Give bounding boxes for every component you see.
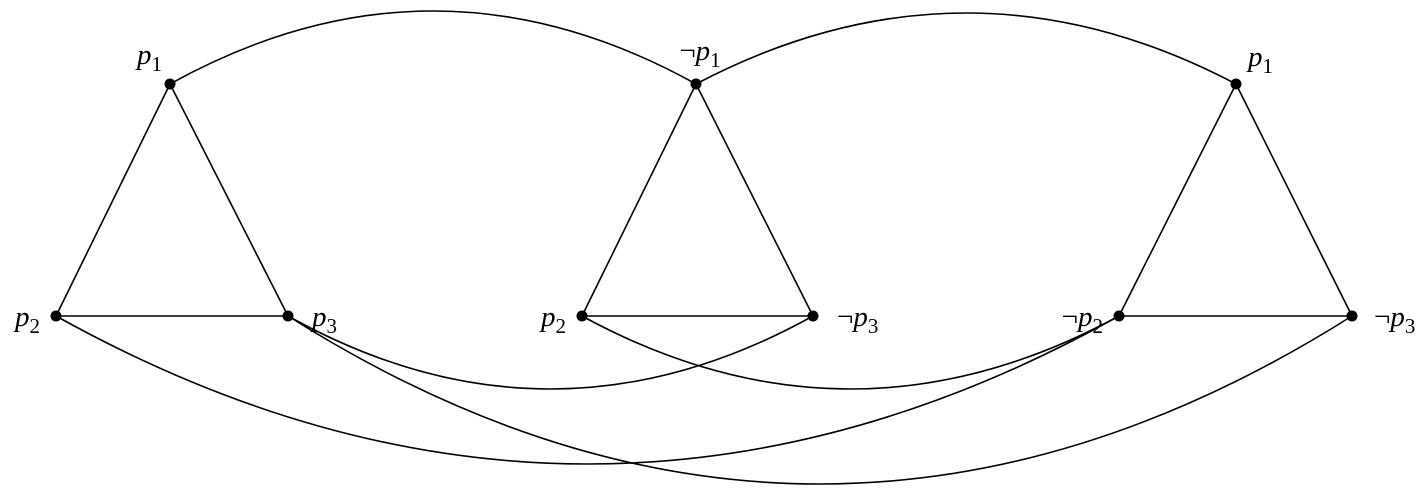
node-label-t1-p1: p1 [135,39,162,76]
graph-node-t3-np3 [1346,310,1358,322]
triangle-edge [581,83,697,317]
triangle-edge [169,83,289,317]
complement-arc-edge [581,315,1120,390]
complement-arc-edge [695,12,1237,85]
triangle-edge [1118,83,1237,317]
graph-node-t1-p1 [164,78,176,90]
complement-arc-edge [287,315,1353,485]
graph-node-t1-p3 [282,310,294,322]
graph-node-t3-np2 [1113,310,1125,322]
triangle-edge [1235,83,1353,317]
triangle-edge [695,83,814,317]
graph-node-t1-p2 [50,310,62,322]
node-label-t2-np3: ¬p3 [837,301,878,338]
triangle-edge [55,83,171,317]
node-label-t2-np1: ¬p1 [679,35,720,72]
graph-node-t2-np1 [690,78,702,90]
node-label-t1-p2: p2 [13,301,40,338]
node-label-t1-p3: p3 [310,301,337,338]
edges-layer [55,10,1353,485]
complement-arc-edge [287,315,814,390]
complement-arc-edge [169,10,697,85]
complement-arc-edge [55,315,1120,465]
node-label-t3-np2: ¬p2 [1062,301,1103,338]
graph-node-t2-p2 [576,310,588,322]
node-label-t3-np3: ¬p3 [1374,301,1415,338]
node-label-t3-p1: p1 [1246,41,1273,78]
graph-node-t2-np3 [807,310,819,322]
node-label-t2-p2: p2 [539,301,566,338]
labels-layer: p1 p2 p3 ¬p1 p2 ¬p3 p1 ¬p2 ¬p3 [13,35,1415,338]
nodes-layer [50,78,1358,322]
graph-node-t3-p1 [1230,78,1242,90]
